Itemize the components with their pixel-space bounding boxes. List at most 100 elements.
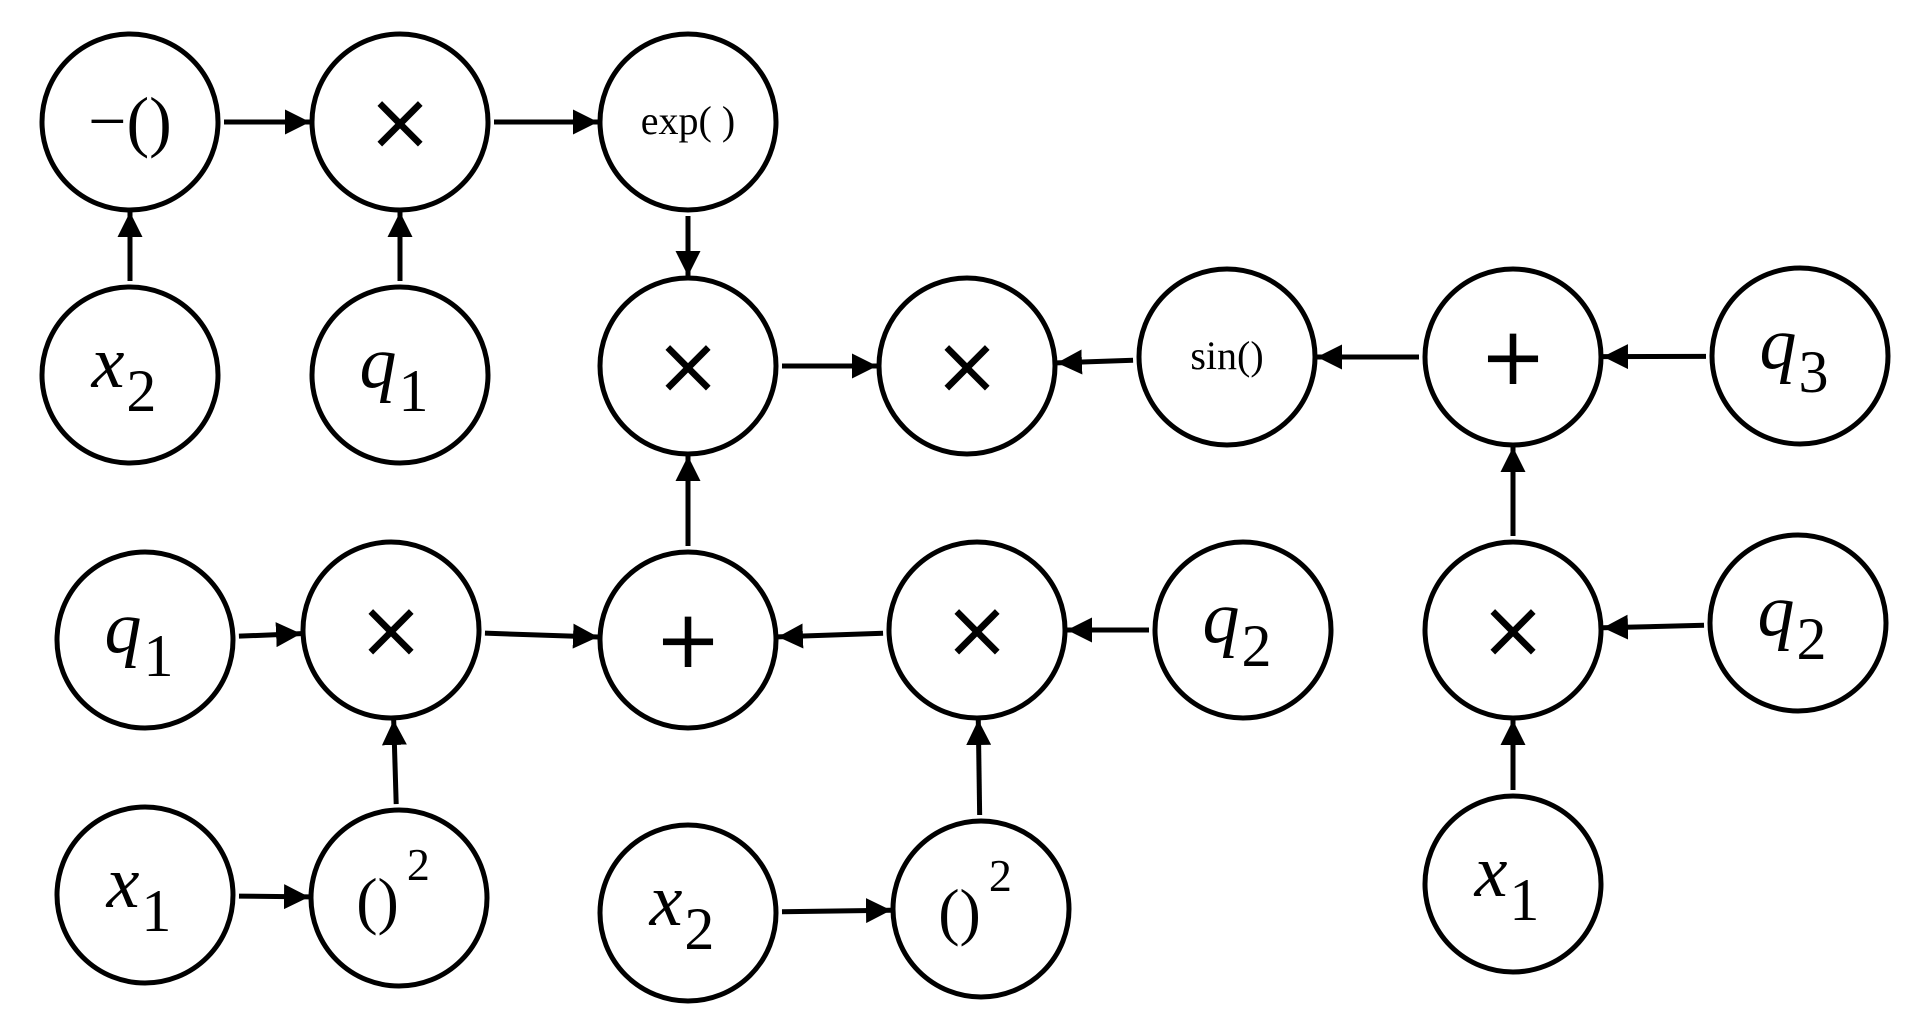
node-x1a: x1 <box>54 804 236 986</box>
node-circle <box>309 31 491 213</box>
variable-subscript: 1 <box>141 878 171 944</box>
edge-x1a-to-sq1 <box>238 884 310 910</box>
node-mul1: × <box>309 31 491 213</box>
plus-operator: + <box>1479 310 1546 403</box>
node-sin: sin() <box>1136 266 1318 448</box>
variable-base: q <box>1203 577 1240 659</box>
node-q3: q3 <box>1709 265 1891 447</box>
node-circle <box>300 539 482 721</box>
node-x2a: x2 <box>39 284 221 466</box>
node-circle <box>597 31 779 213</box>
square-exponent: 2 <box>989 850 1012 901</box>
variable-subscript: 3 <box>1799 339 1829 405</box>
arrow <box>238 884 310 910</box>
node-sq2: ()2 <box>890 818 1072 1000</box>
arrow <box>484 623 599 649</box>
node-q2b: q2 <box>1707 532 1889 714</box>
variable-subscript: 1 <box>144 623 174 689</box>
node-sq1: ()2 <box>308 807 490 989</box>
variable-base: q <box>1760 303 1797 385</box>
variable-label: q1 <box>360 322 429 424</box>
node-circle <box>1422 266 1604 448</box>
node-mul3: × <box>876 275 1058 457</box>
node-circle <box>597 822 779 1004</box>
edge-sin-to-mul3 <box>1056 349 1134 375</box>
variable-subscript: 2 <box>1242 613 1272 679</box>
variable-base: q <box>1758 570 1795 652</box>
node-circle <box>597 275 779 457</box>
exp-function-label: exp( ) <box>641 98 735 143</box>
node-circle <box>876 275 1058 457</box>
node-circle <box>597 549 779 731</box>
multiply-operator: × <box>357 583 424 676</box>
edge-sq1-to-mul4 <box>381 719 407 805</box>
node-circle <box>1152 539 1334 721</box>
variable-label: x2 <box>649 860 715 962</box>
node-circle <box>1422 793 1604 975</box>
neg-function-label: −() <box>88 83 172 159</box>
variable-label: q2 <box>1203 577 1272 679</box>
node-circle <box>54 549 236 731</box>
multiply-operator: × <box>1479 583 1546 676</box>
node-q2a: q2 <box>1152 539 1334 721</box>
arrow <box>966 719 992 816</box>
node-circle <box>890 818 1072 1000</box>
edge-mul5-to-plus2 <box>777 623 884 649</box>
edge-sq2-to-mul5 <box>966 719 992 816</box>
multiply-operator: × <box>654 319 721 412</box>
node-mul5: × <box>886 539 1068 721</box>
node-circle <box>308 807 490 989</box>
node-circle <box>1136 266 1318 448</box>
variable-subscript: 2 <box>684 896 714 962</box>
node-circle <box>886 539 1068 721</box>
node-plus1: + <box>1422 266 1604 448</box>
node-circle <box>39 284 221 466</box>
node-circle <box>1422 539 1604 721</box>
node-circle <box>309 284 491 466</box>
variable-base: x <box>106 842 140 924</box>
sin-function-label: sin() <box>1190 333 1263 378</box>
variable-label: x1 <box>1474 831 1540 933</box>
edges-layer <box>117 109 1707 924</box>
node-circle <box>54 804 236 986</box>
node-x2b: x2 <box>597 822 779 1004</box>
variable-subscript: 1 <box>1509 867 1539 933</box>
edge-x2b-to-sq2 <box>781 898 892 924</box>
arrow <box>1056 349 1134 375</box>
multiply-operator: × <box>366 75 433 168</box>
arrow <box>781 898 892 924</box>
node-mul2: × <box>597 275 779 457</box>
node-mul4: × <box>300 539 482 721</box>
variable-base: x <box>649 860 683 942</box>
node-circle <box>1707 532 1889 714</box>
variable-label: x1 <box>106 842 172 944</box>
node-q1a: q1 <box>309 284 491 466</box>
variable-subscript: 1 <box>399 358 429 424</box>
variable-base: x <box>1474 831 1508 913</box>
node-q1b: q1 <box>54 549 236 731</box>
variable-subscript: 2 <box>1797 606 1827 672</box>
multiply-operator: × <box>943 583 1010 676</box>
arrow <box>777 623 884 649</box>
arrow <box>381 719 407 805</box>
arrow <box>238 622 302 648</box>
variable-subscript: 2 <box>126 358 156 424</box>
square-parens: () <box>938 876 981 947</box>
node-circle <box>1709 265 1891 447</box>
square-function-label: ()2 <box>356 839 430 936</box>
arrow <box>1602 614 1705 640</box>
plus-operator: + <box>654 593 721 686</box>
square-function-label: ()2 <box>938 850 1012 947</box>
multiply-operator: × <box>933 319 1000 412</box>
edge-q2b-to-mul6 <box>1602 614 1705 640</box>
node-neg: −() <box>39 31 221 213</box>
node-x1b: x1 <box>1422 793 1604 975</box>
variable-label: x2 <box>91 322 157 424</box>
variable-label: q1 <box>105 587 174 689</box>
variable-base: q <box>360 322 397 404</box>
edge-q1b-to-mul4 <box>238 622 302 648</box>
variable-base: q <box>105 587 142 669</box>
node-circle <box>39 31 221 213</box>
variable-label: q2 <box>1758 570 1827 672</box>
